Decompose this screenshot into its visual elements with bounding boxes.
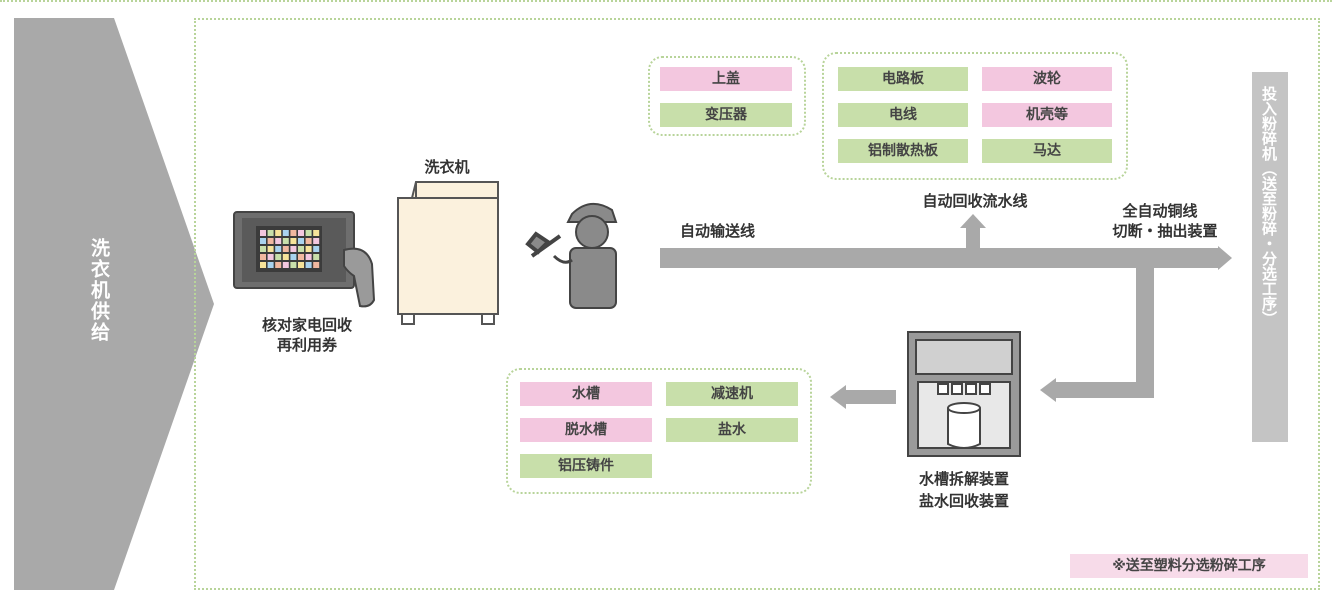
crusher-bar: [1252, 72, 1288, 442]
copper-label-1: 全自动铜线: [1122, 202, 1198, 220]
recycling-line-label: 自动回收流水线: [922, 192, 1028, 210]
coupon-label-2: 再利用券: [276, 336, 337, 354]
part-item: 脱水槽: [520, 418, 652, 442]
part-item: 马达: [982, 139, 1112, 163]
part-item: 电路板: [838, 67, 968, 91]
tank-device-label-2: 盐水回收装置: [918, 492, 1009, 510]
tank-device-icon: [904, 330, 1024, 460]
part-item: 变压器: [660, 103, 792, 127]
up-arrow-head: [960, 214, 986, 228]
branch-horizontal: [1054, 382, 1154, 398]
washing-machine-icon: [394, 178, 504, 328]
up-arrow-shaft: [966, 226, 980, 250]
branch-vertical: [1136, 266, 1154, 398]
parts-group-b: [822, 52, 1128, 180]
coupon-label-1: 核对家电回收: [261, 316, 352, 334]
part-item: 铝制散热板: [838, 139, 968, 163]
output-arrow-shaft: [846, 390, 896, 404]
output-arrow-head: [830, 385, 846, 409]
part-item: 机壳等: [982, 103, 1112, 127]
tank-device-label-1: 水槽拆解装置: [918, 470, 1009, 488]
crusher-label: 投入粉碎机（送至粉碎・分选工序）: [1260, 86, 1278, 326]
worker-icon: [518, 196, 628, 314]
part-item: 减速机: [666, 382, 798, 406]
part-item: 水槽: [520, 382, 652, 406]
part-item: 波轮: [982, 67, 1112, 91]
copper-label-2: 切断・抽出装置: [1112, 222, 1218, 240]
part-item: 上盖: [660, 67, 792, 91]
note-badge: ※送至塑料分选粉碎工序: [1070, 554, 1308, 578]
part-item: 铝压铸件: [520, 454, 652, 478]
top-divider: [0, 0, 1332, 4]
parts-group-a: [648, 56, 806, 136]
washer-label: 洗衣机: [424, 158, 470, 176]
conveyor-label: 自动输送线: [680, 222, 756, 240]
part-item: 电线: [838, 103, 968, 127]
part-item: 盐水: [666, 418, 798, 442]
conveyor-arrow-head: [1218, 246, 1232, 270]
conveyor-bar: [660, 248, 1220, 268]
process-frame: [194, 18, 1320, 590]
branch-arrow-head: [1040, 378, 1056, 402]
supply-chevron: [14, 18, 214, 590]
parts-group-c: [506, 368, 812, 494]
monitor-hand-icon: [232, 210, 382, 310]
supply-label: 洗衣机供给: [88, 238, 110, 343]
